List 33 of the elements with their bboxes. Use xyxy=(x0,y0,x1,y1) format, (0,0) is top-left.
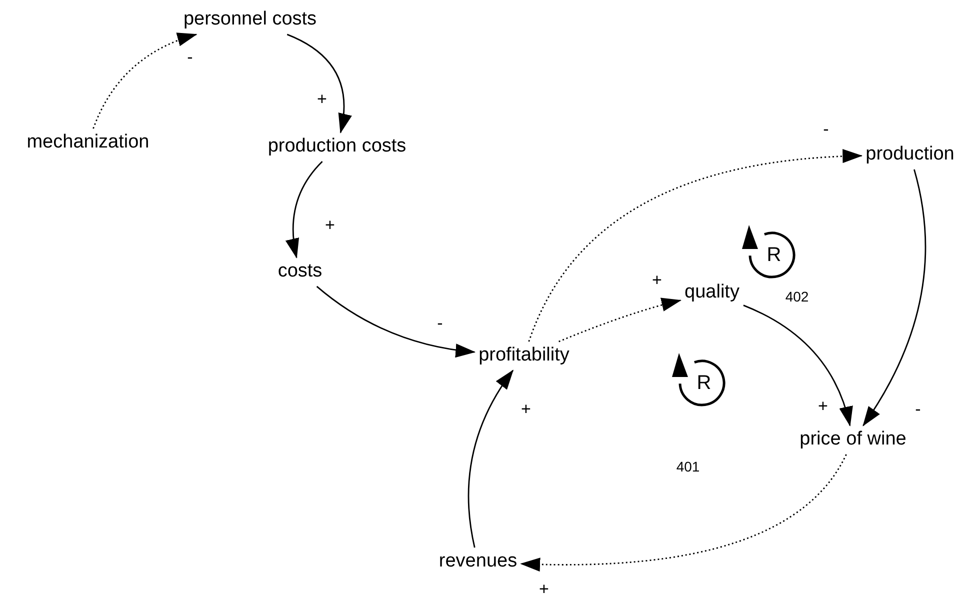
causal-arrow xyxy=(286,160,323,259)
variable-label: profitability xyxy=(478,346,570,366)
variable-label: price of wine xyxy=(800,430,906,450)
causal-arrow xyxy=(862,169,926,426)
variable-label: production costs xyxy=(268,136,406,158)
causal-arrow xyxy=(528,150,863,342)
causal-arrow xyxy=(520,454,847,572)
loop-type-label: R xyxy=(696,372,712,394)
causal-arrow xyxy=(286,34,352,134)
variable-label: costs xyxy=(278,262,322,282)
polarity-sign: + xyxy=(325,216,335,236)
variable-label: mechanization xyxy=(26,132,150,154)
polarity-sign: - xyxy=(187,48,193,68)
variable-label: production xyxy=(866,144,954,166)
variable-label: revenues xyxy=(438,552,518,572)
polarity-sign: + xyxy=(539,580,549,595)
polarity-sign: - xyxy=(823,120,829,140)
causal-arrow xyxy=(743,304,852,427)
loop-number: 402 xyxy=(785,289,809,305)
polarity-sign: + xyxy=(317,90,327,110)
polarity-sign: + xyxy=(521,400,531,420)
causal-arrow xyxy=(316,286,476,358)
causal-arrow xyxy=(92,33,198,129)
loop-type-label: R xyxy=(766,244,782,266)
causal-arrow xyxy=(468,370,514,548)
polarity-sign: - xyxy=(915,400,921,420)
polarity-sign: - xyxy=(437,314,443,334)
loop-number: 401 xyxy=(676,459,700,475)
variable-label: personnel costs xyxy=(183,10,317,30)
variable-label: quality xyxy=(684,282,740,304)
causal-arrow xyxy=(558,298,682,342)
polarity-sign: + xyxy=(818,398,828,416)
polarity-sign: + xyxy=(652,272,662,290)
